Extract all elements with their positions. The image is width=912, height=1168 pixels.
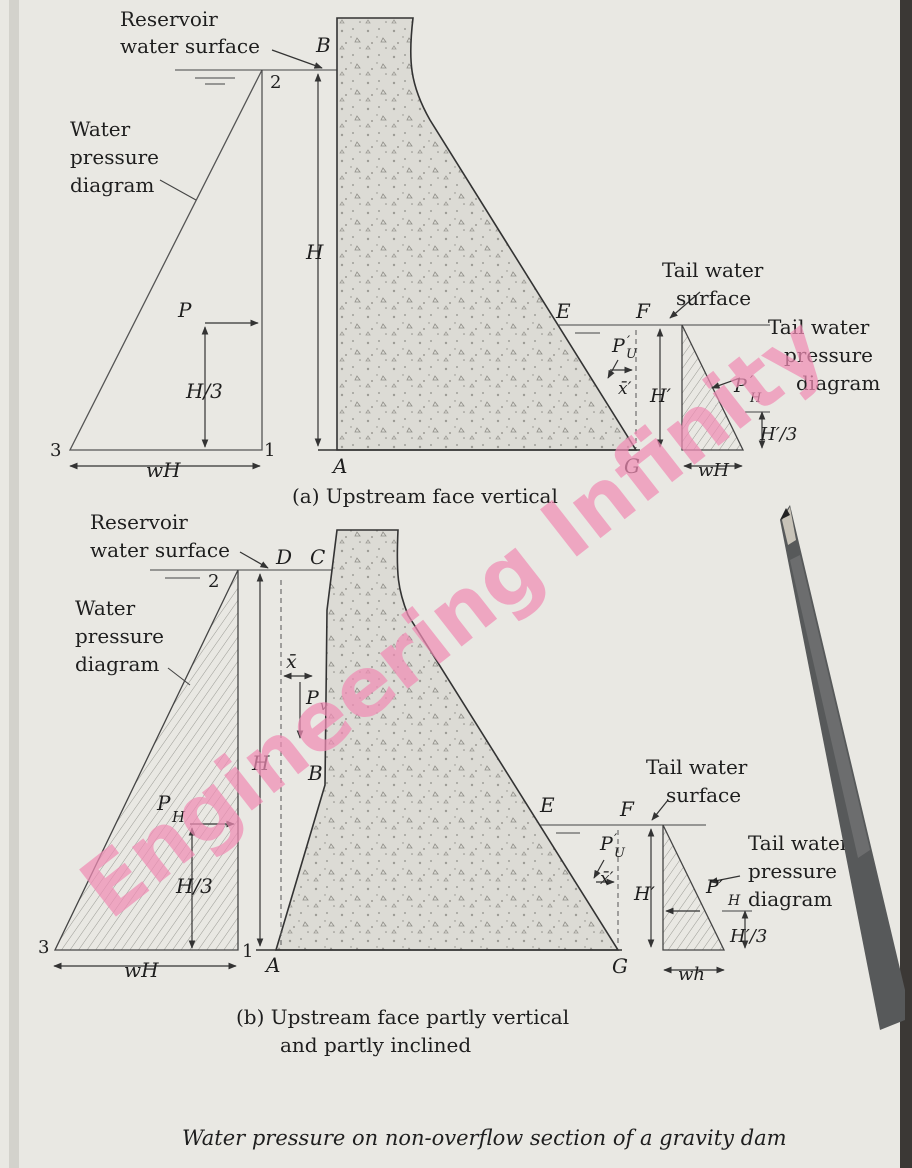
point-f-a: F xyxy=(635,299,651,323)
force-p-a: P xyxy=(177,298,192,322)
svg-text:P: P xyxy=(305,687,320,709)
svg-text:H: H xyxy=(171,808,186,826)
pressure-label-b-3: diagram xyxy=(75,652,159,676)
pressure-triangle-a xyxy=(68,69,263,451)
diagram-a: Reservoir water surface B 2 Water pressu… xyxy=(50,7,880,508)
force-pu-a: P ′ U xyxy=(611,334,638,362)
point-a-a: A xyxy=(331,454,347,478)
svg-text:H: H xyxy=(727,893,741,909)
point-g-b: G xyxy=(612,954,628,978)
tail-surface-a-1: Tail water xyxy=(662,258,764,282)
reservoir-label-a-2: water surface xyxy=(120,34,260,58)
reservoir-label-a-1: Reservoir xyxy=(120,7,218,31)
svg-text:H: H xyxy=(749,391,762,406)
dim-hprime-b: H′ xyxy=(633,883,656,905)
xbar-b: x̄ xyxy=(286,651,297,673)
svg-text:P: P xyxy=(156,791,171,815)
force-pht-b: P′ H xyxy=(705,876,741,909)
figure-caption: Water pressure on non-overflow section o… xyxy=(182,1126,787,1150)
pressure-label-b-2: pressure xyxy=(75,624,164,648)
point-g-a: G xyxy=(624,454,640,478)
pressure-label-a-3: diagram xyxy=(70,173,154,197)
force-pu-b: P ′ U xyxy=(599,832,626,861)
force-ph-a: P ′ H xyxy=(733,374,762,406)
reservoir-label-b-2: water surface xyxy=(90,538,230,562)
dim-h3-b: H/3 xyxy=(175,874,213,898)
svg-text:′: ′ xyxy=(750,374,754,390)
tail-pressure-a-3: diagram xyxy=(796,371,880,395)
dim-hprime3-b: H′/3 xyxy=(729,926,767,947)
svg-text:′: ′ xyxy=(627,334,631,350)
pressure-label-a-1: Water xyxy=(70,117,131,141)
force-pv-b: P v xyxy=(305,687,328,714)
caption-a: (a) Upstream face vertical xyxy=(292,484,558,508)
svg-text:U: U xyxy=(614,846,626,861)
svg-text:P: P xyxy=(599,833,614,855)
tail-pressure-triangle-b xyxy=(662,824,726,951)
point-e-a: E xyxy=(555,299,571,323)
tail-pressure-b-3: diagram xyxy=(748,887,832,911)
tail-surface-a-2: surface xyxy=(676,286,751,310)
point-f-b: F xyxy=(619,797,635,821)
tail-pressure-b-2: pressure xyxy=(748,859,837,883)
dim-h-a: H xyxy=(305,240,324,264)
dim-wh-tail-b: wh xyxy=(678,964,705,985)
point-3-b: 3 xyxy=(38,937,49,958)
point-b-b: B xyxy=(307,761,323,785)
svg-text:′: ′ xyxy=(614,832,618,848)
svg-text:P: P xyxy=(733,375,748,397)
tail-pressure-a-2: pressure xyxy=(784,343,873,367)
dim-hprime3-a: H′/3 xyxy=(759,424,797,445)
tail-pressure-b-1: Tail water xyxy=(748,831,850,855)
dim-wh-a: wH xyxy=(146,458,181,482)
point-3-a: 3 xyxy=(50,440,61,461)
pressure-label-a-2: pressure xyxy=(70,145,159,169)
point-c-b: C xyxy=(310,545,325,569)
point-1-b: 1 xyxy=(242,941,253,962)
diagram-b: Reservoir water surface D C 2 Water pres… xyxy=(38,510,850,1057)
point-a-b: A xyxy=(264,953,280,977)
tail-pressure-a-1: Tail water xyxy=(768,315,870,339)
tail-surface-b-2: surface xyxy=(666,783,741,807)
point-d-b: D xyxy=(275,545,292,569)
xbar-a: x̄′ xyxy=(618,379,632,399)
svg-text:P: P xyxy=(611,335,626,357)
point-2-b: 2 xyxy=(208,571,219,592)
svg-text:v: v xyxy=(320,699,328,714)
caption-b-1: (b) Upstream face partly vertical xyxy=(236,1005,569,1029)
svg-text:P′: P′ xyxy=(705,876,724,898)
dim-wh-tail-a: wH xyxy=(698,460,729,481)
caption-b-2: and partly inclined xyxy=(280,1033,471,1057)
pencil-image xyxy=(780,505,905,1030)
dim-wh-b: wH xyxy=(124,958,159,982)
tail-surface-b-1: Tail water xyxy=(646,755,748,779)
point-b-a: B xyxy=(315,33,331,57)
pressure-label-b-1: Water xyxy=(75,596,136,620)
dim-hprime-a: H′ xyxy=(649,385,672,407)
force-ph-b: P H xyxy=(156,791,186,826)
dam-body-a xyxy=(336,17,638,451)
point-2-a: 2 xyxy=(270,72,281,93)
xbar-prime-b: x̄′ xyxy=(600,869,614,889)
dim-h3-a: H/3 xyxy=(185,379,223,403)
point-1-a: 1 xyxy=(264,440,275,461)
reservoir-label-b-1: Reservoir xyxy=(90,510,188,534)
svg-text:U: U xyxy=(626,347,638,362)
point-e-b: E xyxy=(539,793,555,817)
dim-h-b: H xyxy=(251,751,270,775)
